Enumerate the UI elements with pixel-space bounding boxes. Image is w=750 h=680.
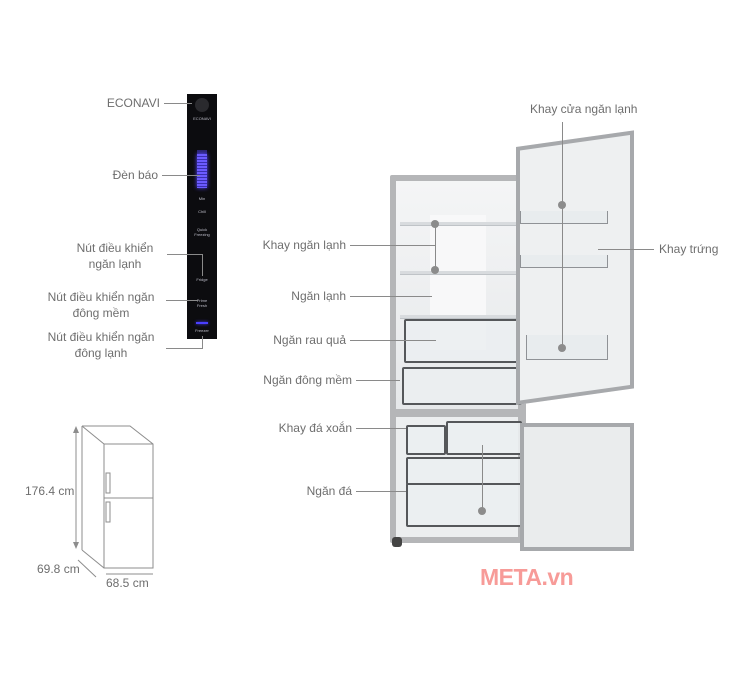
fridge-shelf-2 xyxy=(400,271,518,275)
label-soft-freeze-control-1: Nút điều khiển ngăn xyxy=(47,290,155,304)
leader-ice-compartment-v xyxy=(482,445,483,511)
label-fridge-control-1: Nút điều khiển xyxy=(76,241,154,255)
dot-icon xyxy=(558,344,566,352)
dimension-width: 68.5 cm xyxy=(106,576,149,590)
fridge-button[interactable]: Fridge xyxy=(196,277,208,282)
label-door-tray: Khay cửa ngăn lạnh xyxy=(530,102,638,116)
leader-soft-freeze-compartment xyxy=(356,380,400,381)
leader-soft-freeze xyxy=(166,300,198,301)
label-econavi: ECONAVI xyxy=(106,96,160,110)
dimension-height: 176.4 cm xyxy=(25,484,75,498)
leader-indicator xyxy=(162,175,200,176)
leader-fridge-shelf-v xyxy=(435,224,436,270)
panel-min-label: Min xyxy=(198,196,206,201)
freezer-drawer-1 xyxy=(446,421,522,455)
dot-icon xyxy=(478,507,486,515)
dot-icon xyxy=(431,266,439,274)
label-soft-freeze-control-2: đông mềm xyxy=(72,306,130,320)
dimension-depth: 69.8 cm xyxy=(37,562,80,576)
ice-tray xyxy=(406,425,446,455)
label-egg-tray: Khay trứng xyxy=(659,242,719,256)
control-panel: ECONAVI Max Min Chill Quick Freezing Fri… xyxy=(187,94,217,339)
label-indicator: Đèn báo xyxy=(112,168,158,182)
econavi-sensor xyxy=(195,98,209,112)
label-freezer-control-2: đông lạnh xyxy=(74,346,128,360)
leader-door-tray xyxy=(562,122,563,348)
leader-fridge-v xyxy=(202,254,203,276)
freezer-led xyxy=(196,322,208,324)
leader-fridge-compartment xyxy=(350,296,432,297)
fridge-shelf-3 xyxy=(400,315,518,319)
leader-fridge-h xyxy=(167,254,203,255)
freezer-drawer-2 xyxy=(406,457,522,485)
watermark-logo: META.vn xyxy=(480,564,574,590)
freezer-drawer-3 xyxy=(406,483,522,527)
label-fridge-compartment: Ngăn lạnh xyxy=(291,289,346,303)
dot-icon xyxy=(558,201,566,209)
leader-ice-tray xyxy=(356,428,406,429)
door-shelf-3 xyxy=(526,335,608,360)
label-soft-freeze: Ngăn đông mềm xyxy=(263,373,352,387)
leader-ice-compartment xyxy=(356,491,406,492)
label-freezer-control-1: Nút điều khiển ngăn xyxy=(47,330,155,344)
dimension-drawing xyxy=(73,425,154,578)
leader-econavi xyxy=(164,103,192,104)
panel-quick-label: Quick xyxy=(196,227,208,232)
label-twist-ice-tray: Khay đá xoắn xyxy=(278,421,352,435)
label-vegetable-drawer: Ngăn rau quả xyxy=(273,333,346,347)
freezer-door xyxy=(520,423,634,551)
fridge-foot-left xyxy=(392,537,402,547)
freezer-button[interactable]: Freezer xyxy=(195,328,209,333)
prime-fresh-button[interactable]: Prime xyxy=(196,298,208,303)
leader-fridge-shelf xyxy=(350,245,436,246)
leader-freezer-h xyxy=(166,348,203,349)
dot-icon xyxy=(431,220,439,228)
leader-freezer-v xyxy=(202,336,203,349)
door-shelf-1 xyxy=(520,211,608,224)
vegetable-drawer xyxy=(404,319,520,363)
panel-brand: ECONAVI xyxy=(193,116,211,121)
leader-vegetable xyxy=(350,340,436,341)
indicator-bar xyxy=(197,154,207,188)
prime-fresh-button-2[interactable]: Fresh xyxy=(196,303,208,308)
label-ice-compartment: Ngăn đá xyxy=(306,484,352,498)
leader-egg-tray xyxy=(598,249,654,250)
label-fridge-control-2: ngăn lạnh xyxy=(88,257,142,271)
fridge-shelf-1 xyxy=(400,222,518,226)
door-shelf-2 xyxy=(520,255,608,268)
label-fridge-shelf: Khay ngăn lạnh xyxy=(262,238,346,252)
panel-chill-label: Chill xyxy=(198,209,206,214)
panel-freezing-label: Freezing xyxy=(194,232,210,237)
soft-freeze-drawer xyxy=(402,367,522,405)
indicator-bar-dim xyxy=(197,150,207,156)
